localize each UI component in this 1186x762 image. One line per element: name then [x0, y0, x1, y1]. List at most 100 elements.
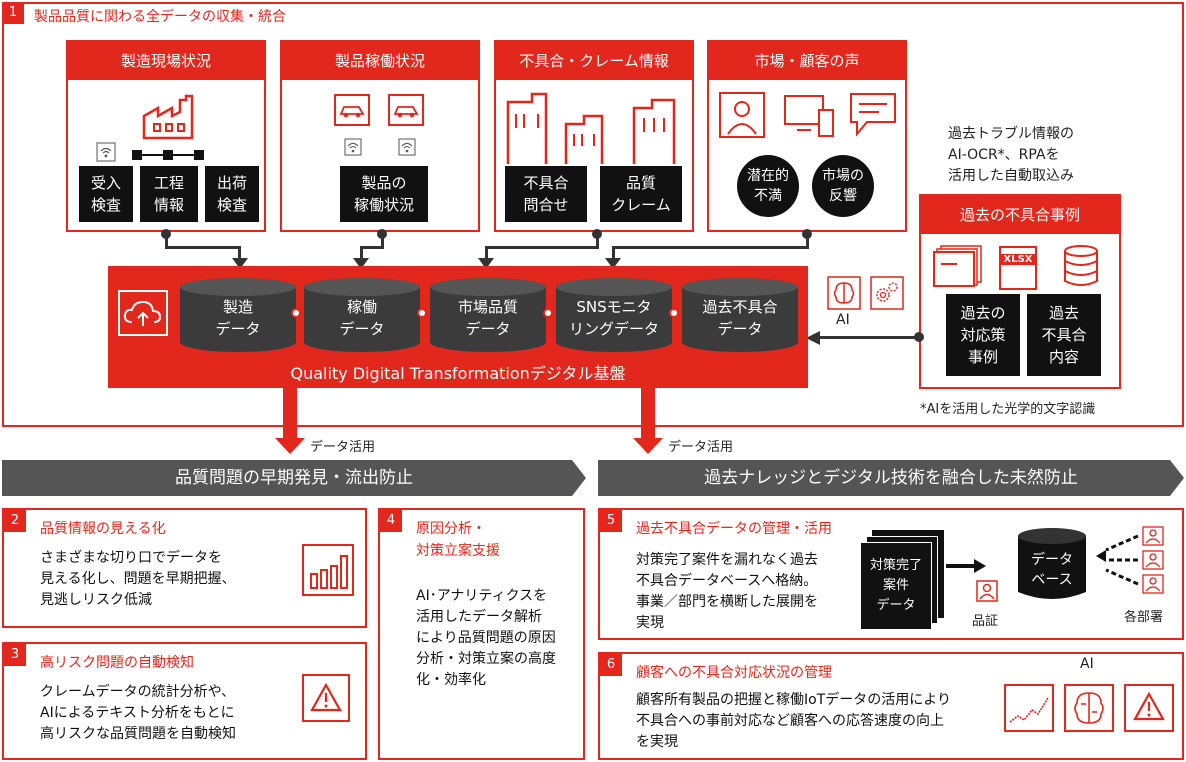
connector-line: [381, 234, 384, 248]
card-past-defect-management: 5 過去不具合データの管理・活用 対策完了案件を漏れなく過去 不具合データベース…: [598, 508, 1184, 640]
gears-icon: [870, 276, 904, 310]
connector-line: [485, 246, 599, 249]
connector-line: [612, 246, 809, 249]
connector-line: [612, 246, 615, 260]
arrow-head-down: [605, 258, 621, 269]
section-1-number: 1: [2, 2, 24, 24]
card-text: 顧客所有製品の把握と稼働IoTデータの活用により 不具合への事前対応など顧客への…: [636, 692, 951, 750]
car-icon: [334, 94, 370, 126]
card-number: 3: [4, 644, 26, 666]
past-defect-contents-label: 過去 不具合 内容: [1027, 294, 1101, 376]
data-use-label-left: データ活用: [310, 440, 376, 455]
card-number: 2: [4, 510, 26, 532]
card-title: 原因分析・ 対策立案支援: [416, 521, 500, 559]
person-icon: [976, 580, 998, 602]
platform-title: Quality Digital Transformationデジタル基盤: [290, 364, 626, 383]
source-title: 製造現場状況: [68, 42, 264, 80]
card-root-cause-analysis: 4 原因分析・ 対策立案支援 AI･アナリティクスを 活用したデータ解析 により…: [378, 508, 585, 760]
connector-dot: [914, 332, 924, 342]
warning-icon: [1124, 684, 1174, 732]
product-operation-label: 製品の 稼働状況: [340, 166, 428, 222]
database-shape: [1018, 528, 1086, 599]
departments-label: 各部署: [1124, 610, 1164, 625]
section-1-panel: [2, 2, 1184, 427]
db-manufacturing: 製造 データ: [180, 278, 296, 360]
footnote: *AIを活用した光学的文字認識: [920, 402, 1096, 417]
conveyor-icon: [132, 150, 204, 160]
data-use-arrow-left: [283, 388, 297, 440]
connector-line: [360, 246, 384, 249]
bar-chart-icon: [302, 544, 354, 596]
db-market-quality: 市場品質 データ: [430, 278, 546, 360]
db-sns-monitoring: SNSモニタ リングデータ: [556, 278, 672, 360]
xlsx-file-icon: XLSX: [999, 246, 1037, 290]
card-title: 過去不具合データの管理・活用: [636, 521, 832, 537]
wifi-sensor-icon: [96, 142, 116, 162]
arrow-head-down: [353, 258, 369, 269]
chat-icon: [850, 93, 896, 137]
connector-line: [360, 246, 363, 260]
card-number: 5: [600, 510, 622, 532]
section-1-title: 製品品質に関わる全データの収集・統合: [34, 9, 286, 25]
factory-icon: [142, 94, 194, 140]
db-past-defects: 過去不具合 データ: [682, 278, 798, 360]
card-text: 対策完了案件を漏れなく過去 不具合データベースへ格納。 事業／部門を横断した展開…: [636, 552, 818, 631]
source-title: 市場・顧客の声: [709, 42, 905, 80]
banner-prevention: 過去ナレッジとデジタル技術を融合した未然防止: [598, 460, 1184, 496]
documents-icon: [933, 245, 982, 287]
link-dot: [543, 308, 553, 318]
quality-claim-label: 品質 クレーム: [600, 166, 682, 222]
source-title: 製品稼働状況: [282, 42, 478, 80]
data-use-arrow-right: [641, 388, 655, 440]
database-label: データ ベース: [1031, 552, 1073, 588]
ocr-note: 過去トラブル情報の AI-OCR*、RPAを 活用した自動取込み: [948, 126, 1074, 184]
banner-early-detection: 品質問題の早期発見・流出防止: [2, 460, 586, 496]
wifi-sensor-icon: [398, 138, 416, 156]
arrow-head: [275, 438, 305, 454]
card-title: 高リスク問題の自動検知: [40, 655, 194, 671]
source-market-voice: 市場・顧客の声: [707, 40, 907, 232]
connector-line: [165, 246, 241, 249]
defect-inquiry-label: 不具合 問合せ: [505, 166, 587, 222]
card-title: 品質情報の見える化: [40, 521, 166, 537]
card-text: クレームデータの統計分析や、 AIによるテキスト分析をもとに 高リスクな品質問題…: [40, 684, 236, 742]
card-number: 6: [600, 654, 622, 676]
wifi-sensor-icon: [344, 138, 362, 156]
digital-platform: 製造 データ 稼働 データ 市場品質 データ SNSモニタ リングデータ 過去不…: [108, 266, 808, 388]
data-use-label-right: データ活用: [668, 440, 734, 455]
link-dot: [669, 308, 679, 318]
link-dot: [291, 308, 301, 318]
ai-label: AI: [1080, 656, 1094, 672]
shipping-inspection-label: 出荷 検査: [205, 166, 259, 222]
ai-brain-icon: [1064, 684, 1114, 732]
connector-line: [806, 234, 809, 248]
connector-line: [238, 246, 241, 260]
link-dot: [417, 308, 427, 318]
person-icon: [719, 92, 765, 138]
arrow-right-icon: [946, 559, 986, 573]
past-countermeasures-label: 過去の 対応策 事例: [946, 294, 1020, 376]
buildings-icon: [506, 92, 676, 164]
connector-line: [596, 234, 599, 248]
card-high-risk-detection: 3 高リスク問題の自動検知 クレームデータの統計分析や、 AIによるテキスト分析…: [2, 642, 367, 760]
card-text: AI･アナリティクスを 活用したデータ解析 により品質問題の原因 分析・対策立案…: [416, 588, 556, 688]
qa-label: 品証: [972, 614, 999, 629]
arrow-head: [633, 438, 663, 454]
card-title: 顧客への不具合対応状況の管理: [636, 665, 832, 681]
card-number: 4: [380, 510, 402, 532]
ai-label: AI: [836, 312, 850, 328]
database-icon: [1064, 245, 1098, 286]
warning-icon: [302, 674, 350, 722]
completed-case-docs: 対策完了 案件 データ: [860, 542, 932, 630]
cloud-upload-icon: [118, 290, 168, 336]
dashed-arrows: [1096, 534, 1139, 586]
market-response-bubble: 市場の 反響: [812, 155, 874, 217]
arrow-head-down: [478, 258, 494, 269]
past-cases-title: 過去の不具合事例: [921, 196, 1119, 234]
db-operation: 稼働 データ: [304, 278, 420, 360]
people-icons: [1142, 526, 1164, 594]
arrow-head-left: [806, 331, 820, 345]
arrow-head-down: [232, 258, 248, 269]
latent-dissatisfaction-bubble: 潜在的 不満: [737, 155, 799, 217]
ai-brain-icon: [827, 276, 861, 310]
